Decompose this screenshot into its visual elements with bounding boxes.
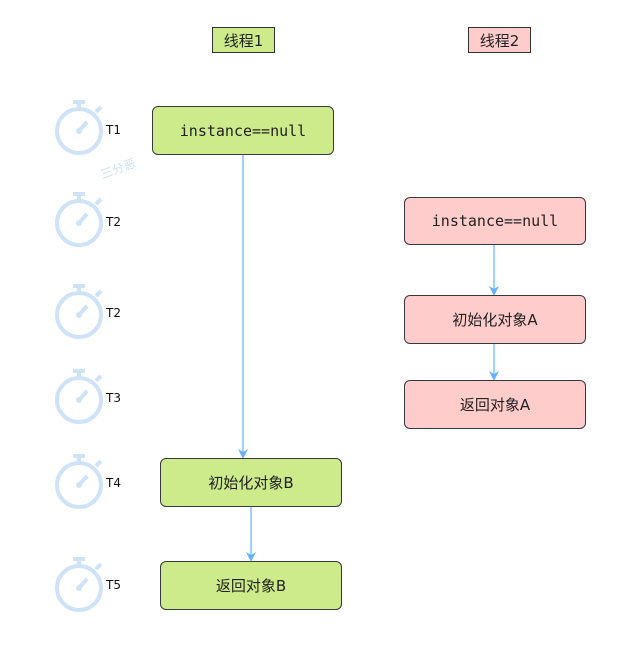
thread2-init-node: 初始化对象A (404, 295, 586, 344)
thread1-header: 线程1 (212, 27, 275, 53)
stopwatch-icon (54, 555, 108, 615)
stopwatch-icon (54, 282, 108, 342)
time-label-t4: T4 (106, 476, 121, 490)
thread1-return-node: 返回对象B (160, 561, 342, 610)
thread2-header: 线程2 (468, 27, 531, 53)
thread2-return-node: 返回对象A (404, 380, 586, 429)
time-label-t2: T2 (106, 215, 121, 229)
time-label-t1: T1 (106, 123, 121, 137)
thread1-init-node: 初始化对象B (160, 458, 342, 507)
time-label-t5: T5 (106, 578, 121, 592)
stopwatch-icon (54, 452, 108, 512)
stopwatch-icon (54, 190, 108, 250)
thread2-check-node: instance==null (404, 197, 586, 245)
stopwatch-icon (54, 367, 108, 427)
thread1-check-node: instance==null (152, 106, 334, 155)
stopwatch-icon (54, 98, 108, 158)
time-label-t3: T3 (106, 391, 121, 405)
time-label-t2b: T2 (106, 306, 121, 320)
